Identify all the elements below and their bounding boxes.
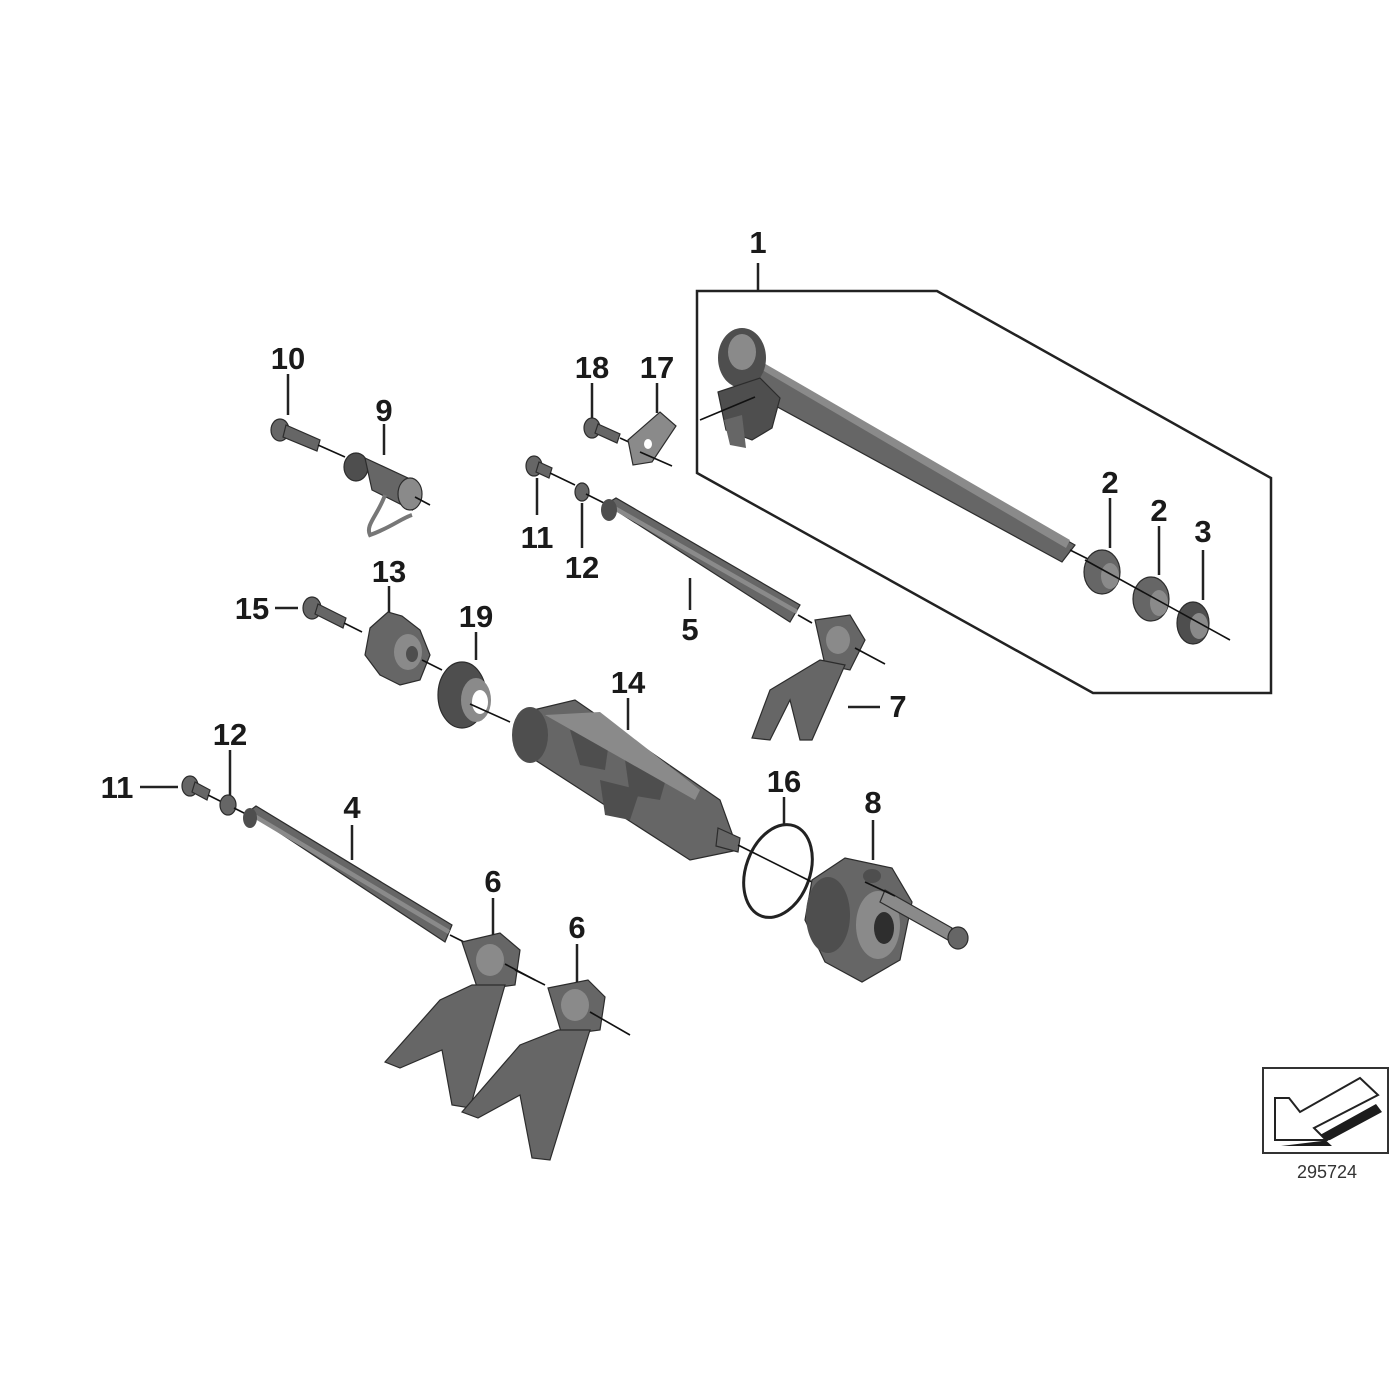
callout-15: 15 (235, 591, 269, 626)
bearing-ring-part-2a (1083, 549, 1121, 595)
bolt-part-10 (270, 418, 346, 458)
bearing-part-19 (437, 661, 511, 729)
callout-11a: 11 (521, 520, 554, 555)
callout-5: 5 (681, 612, 698, 647)
bracket-plate-part-17 (627, 411, 677, 467)
callout-7: 7 (889, 689, 906, 724)
gear-switch-part-9 (343, 452, 431, 538)
callout-10: 10 (271, 341, 305, 376)
shift-rod-part-4 (243, 805, 469, 945)
callout-14: 14 (611, 665, 646, 700)
callout-2b: 2 (1150, 493, 1167, 528)
assembly-group-frame (695, 289, 1273, 695)
callout-9: 9 (375, 393, 392, 428)
seal-ring-part-3 (1176, 601, 1210, 645)
callout-17: 17 (640, 350, 674, 385)
callout-12b: 12 (213, 717, 247, 752)
selector-shaft-part (699, 328, 1091, 563)
callout-4: 4 (343, 790, 361, 825)
callout-6a: 6 (484, 864, 501, 899)
shift-fork-part-7 (751, 614, 886, 741)
callout-16: 16 (767, 764, 801, 799)
o-ring-part-16 (742, 823, 814, 919)
callout-6b: 6 (568, 910, 585, 945)
callout-12a: 12 (565, 550, 599, 585)
bolt-part-11-lower (181, 775, 223, 803)
callout-18: 18 (575, 350, 609, 385)
callout-11b: 11 (101, 770, 134, 805)
direction-arrow-icon (1262, 1067, 1389, 1154)
callout-19: 19 (459, 599, 493, 634)
catalog-number: 295724 (1297, 1162, 1357, 1182)
callout-1: 1 (749, 225, 766, 260)
star-wheel-part-13 (364, 611, 443, 686)
shift-drum-part-14 (512, 699, 753, 861)
callout-13: 13 (372, 554, 406, 589)
washer-part-12-lower (219, 794, 249, 816)
washer-part-12-upper (574, 482, 605, 504)
bearing-ring-part-2b (1132, 576, 1170, 622)
bearing-housing-part-8 (804, 857, 969, 983)
bolt-part-18 (583, 417, 641, 448)
shift-fork-part-6b (460, 979, 631, 1161)
bolt-part-11-upper (525, 455, 576, 486)
callout-8: 8 (864, 785, 881, 820)
shift-rod-part-5 (601, 497, 813, 624)
callout-2a: 2 (1101, 465, 1118, 500)
callout-3: 3 (1194, 514, 1211, 549)
bolt-part-15 (302, 596, 363, 633)
